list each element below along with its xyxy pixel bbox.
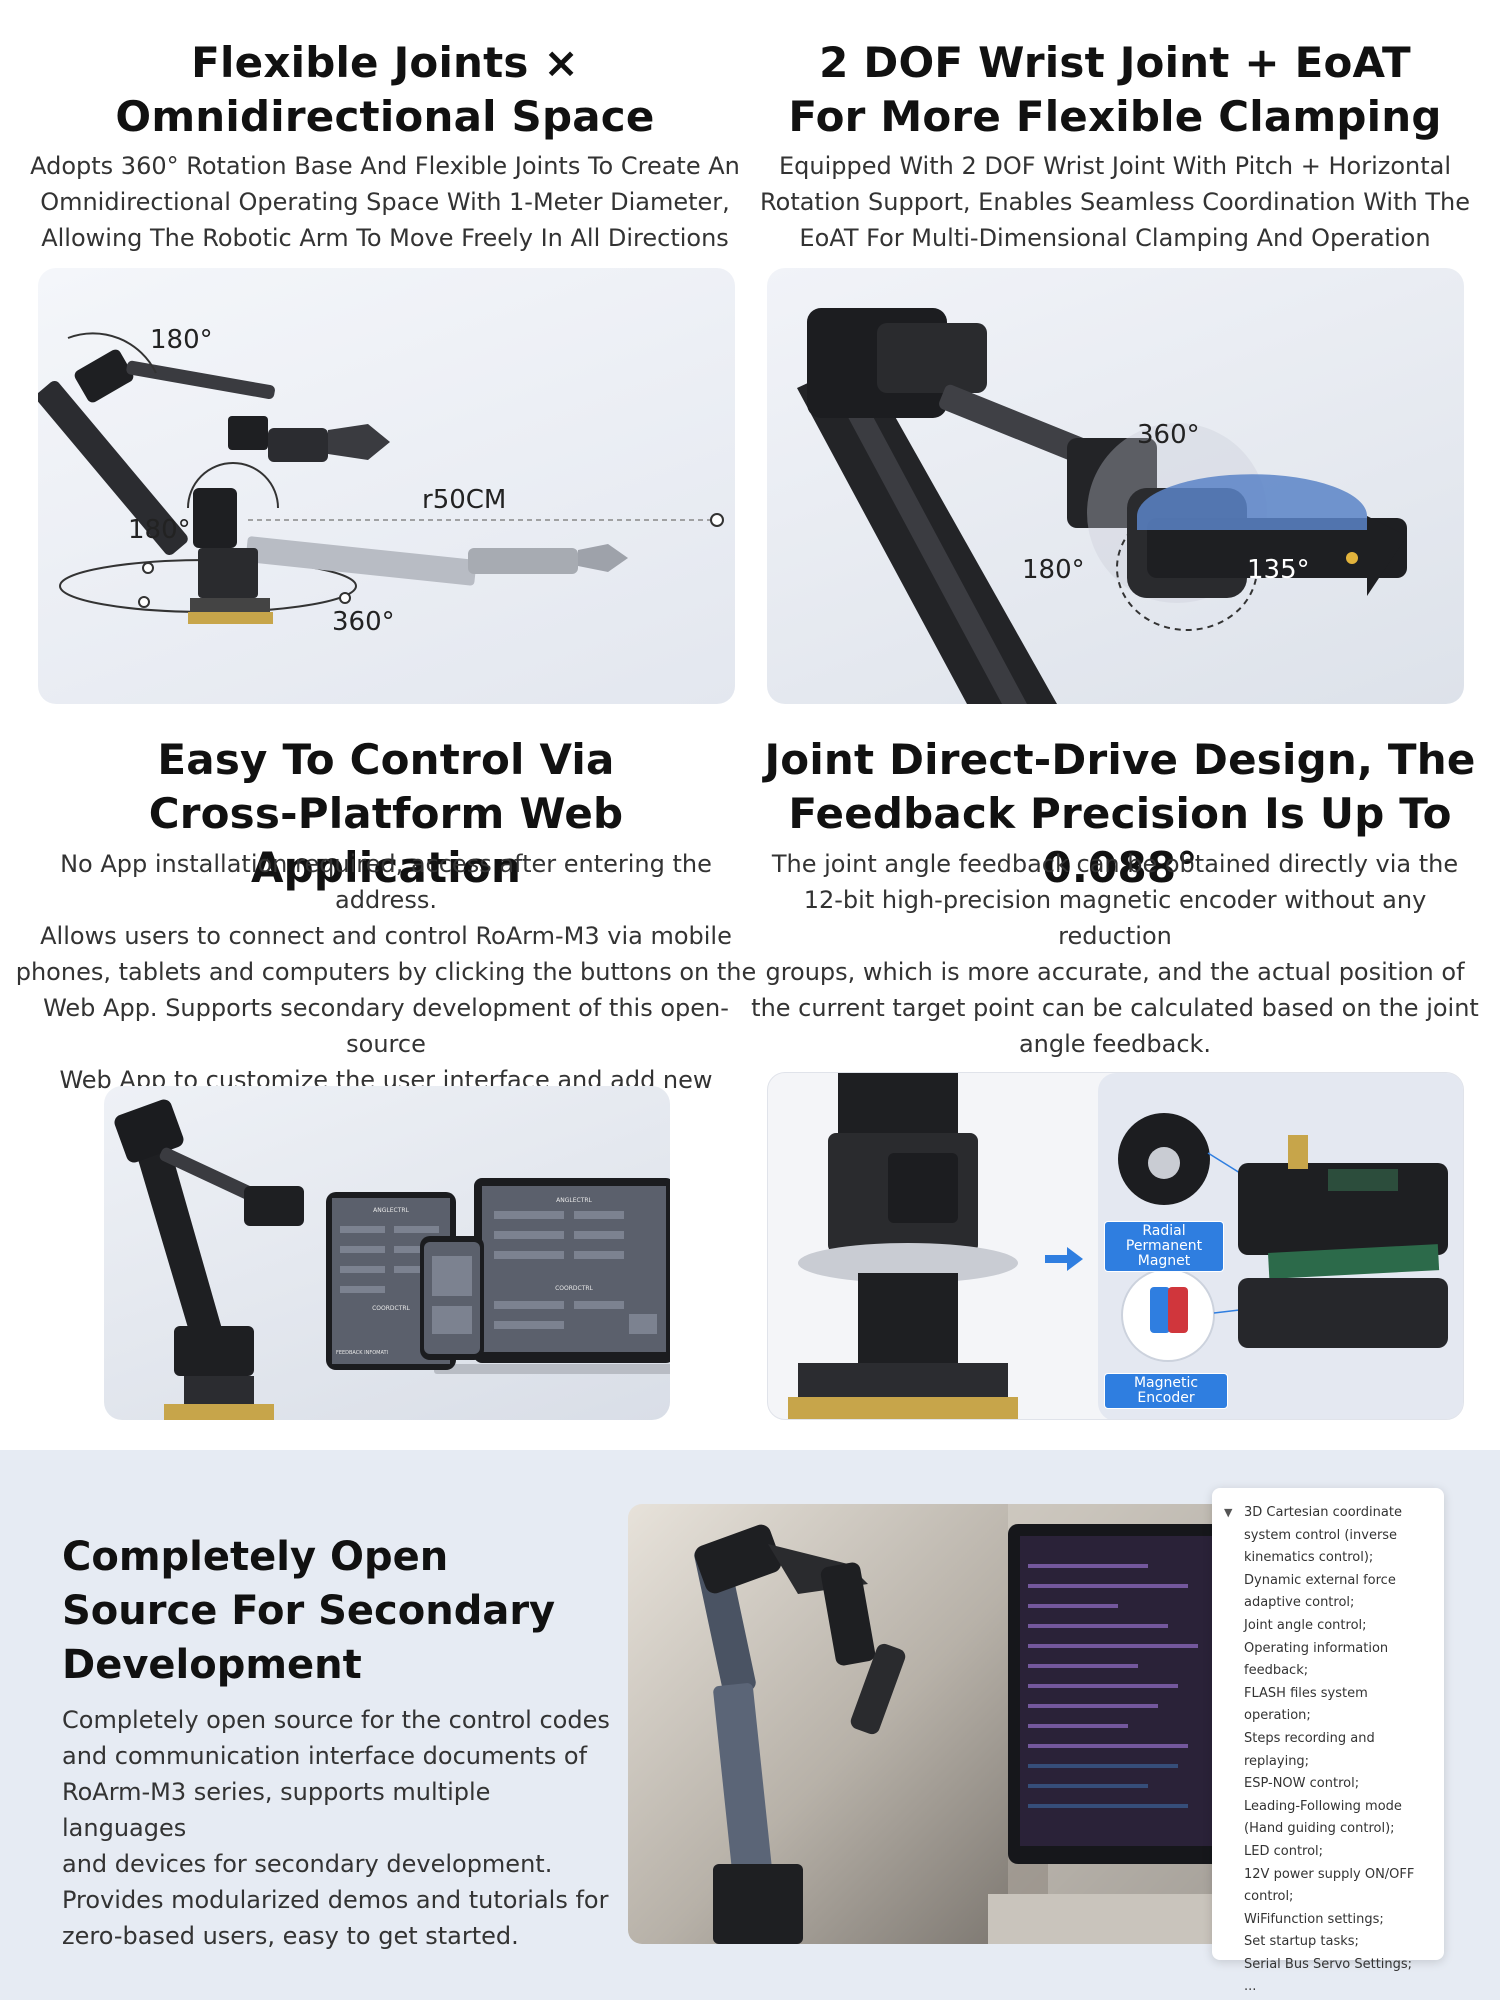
drive-desc-line-5: angle feedback. [1018,1030,1212,1058]
feature-item: ... [1244,1979,1257,1995]
top-joint-angle-label: 180° [150,325,213,355]
feature-item: ESP-NOW control; [1244,1776,1360,1792]
wrist-desc-line-3: EoAT For Multi-Dimensional Clamping And … [799,224,1431,252]
drive-image: Radial Permanent Magnet Magnetic Encoder [767,1072,1464,1420]
open-source-desc-line-2: and communication interface documents of [62,1742,588,1770]
open-source-description: Completely open source for the control c… [62,1702,622,1954]
feature-item: kinematics control); [1244,1550,1374,1566]
feature-list: 3D Cartesian coordinate system control (… [1244,1502,1432,1999]
joints-desc-line-1: Adopts 360° Rotation Base And Flexible J… [30,152,740,180]
web-desc-line-1: No App installation required, access aft… [60,850,712,914]
feature-item: 12V power supply ON/OFF [1244,1866,1415,1882]
wrist-image: 360° 180° 135° [767,268,1464,704]
magnet-badge-line-2: Magnet [1137,1253,1191,1269]
web-title: Easy To Control Via Cross-Platform Web A… [10,733,762,895]
web-desc-line-4: Web App. Supports secondary development … [43,994,729,1058]
magnetic-encoder-badge: Magnetic Encoder [1104,1373,1228,1409]
drive-illustration [788,1073,1463,1419]
arrow-right-icon [1045,1247,1083,1271]
feature-item: system control (inverse [1244,1527,1398,1543]
drive-desc-line-3: groups, which is more accurate, and the … [765,958,1465,986]
joints-illustration: 180° 180° 360° r50CM [38,325,724,637]
drive-desc-line-2: 12-bit high-precision magnetic encoder w… [803,886,1427,950]
open-source-illustration [694,1504,1228,1944]
laptop-anglectrl-label: ANGLECTRL [556,1197,592,1204]
open-source-desc-line-4: and devices for secondary development. [62,1850,553,1878]
web-desc-line-2: Allows users to connect and control RoAr… [40,922,732,950]
joints-title: Flexible Joints × Omnidirectional Space [20,36,750,144]
feature-item: adaptive control; [1244,1595,1355,1611]
open-source-desc-line-6: zero-based users, easy to get started. [62,1922,519,1950]
feature-item: Operating information [1244,1640,1389,1656]
drive-desc-line-4: the current target point can be calculat… [751,994,1479,1022]
reach-radius-label: r50CM [422,485,506,515]
open-source-title-line-1: Completely Open [62,1534,449,1580]
wrist-desc-line-2: Rotation Support, Enables Seamless Coord… [760,188,1470,216]
base-rotation-angle-label: 360° [332,607,395,637]
magnet-badge-line-1: Radial Permanent [1125,1223,1203,1254]
web-title-line-2: Cross-Platform Web Application [148,789,624,892]
open-source-desc-line-5: Provides modularized demos and tutorials… [62,1886,609,1914]
tablet-feedback-label: FEEDBACK INFOMATI [336,1350,388,1356]
feature-item: control; [1244,1889,1294,1905]
gripper-angle-label: 135° [1247,555,1310,585]
feature-item: Dynamic external force [1244,1572,1396,1588]
drive-desc-line-1: The joint angle feedback can be obtained… [771,850,1459,878]
feature-item: feedback; [1244,1663,1309,1679]
web-title-line-1: Easy To Control Via [157,735,615,784]
joints-image: 180° 180° 360° r50CM [38,268,735,704]
feature-list-card: ▼ 3D Cartesian coordinate system control… [1212,1488,1444,1994]
web-app-illustration: ANGLECTRL COORDCTRL ANGLECTRL COORDCTRL … [114,1099,670,1420]
open-source-title: Completely Open Source For Secondary Dev… [62,1530,622,1692]
feature-item: (Hand guiding control); [1244,1821,1395,1837]
wrist-title-line-2: For More Flexible Clamping [788,92,1442,141]
wrist-title-line-1: 2 DOF Wrist Joint + EoAT [819,38,1411,87]
open-source-title-line-3: Development [62,1642,362,1688]
joints-title-line-1: Flexible Joints × [191,38,579,87]
drive-description: The joint angle feedback can be obtained… [750,846,1480,1062]
feature-item: FLASH files system operation; [1244,1685,1368,1724]
tablet-coordctrl-label: COORDCTRL [372,1305,410,1312]
open-source-desc-line-1: Completely open source for the control c… [62,1706,610,1734]
joints-desc-line-3: Allowing The Robotic Arm To Move Freely … [41,224,729,252]
web-app-image: ANGLECTRL COORDCTRL ANGLECTRL COORDCTRL … [104,1086,670,1420]
feature-item: Serial Bus Servo Settings; [1244,1956,1413,1972]
laptop-coordctrl-label: COORDCTRL [555,1285,593,1292]
drive-title: Joint Direct-Drive Design, The Feedback … [745,733,1495,895]
feature-item: Set startup tasks; [1244,1934,1359,1950]
wrist-rotation-angle-label: 360° [1137,420,1200,450]
wrist-desc-line-1: Equipped With 2 DOF Wrist Joint With Pit… [778,152,1452,180]
drive-title-line-2: Feedback Precision Is Up To 0.088° [788,789,1452,892]
feature-item: WiFifunction settings; [1244,1911,1384,1927]
open-source-desc-line-3: RoArm-M3 series, supports multiple langu… [62,1778,491,1842]
joints-description: Adopts 360° Rotation Base And Flexible J… [20,148,750,256]
collapse-triangle-icon[interactable]: ▼ [1224,1506,1233,1519]
feature-item: Joint angle control; [1244,1617,1367,1633]
web-desc-line-3: phones, tablets and computers by clickin… [15,958,757,986]
open-source-title-line-2: Source For Secondary [62,1588,556,1634]
feature-item: Leading-Following mode [1244,1798,1402,1814]
feature-item: 3D Cartesian coordinate [1244,1505,1402,1520]
wrist-description: Equipped With 2 DOF Wrist Joint With Pit… [750,148,1480,256]
joints-desc-line-2: Omnidirectional Operating Space With 1-M… [40,188,730,216]
feature-item: LED control; [1244,1843,1324,1859]
open-source-photo [628,1504,1228,1944]
drive-title-line-1: Joint Direct-Drive Design, The [764,735,1476,784]
tablet-anglectrl-label: ANGLECTRL [373,1207,409,1214]
wrist-pitch-angle-label: 180° [1022,555,1085,585]
feature-item: Steps recording and replaying; [1244,1730,1375,1769]
joints-title-line-2: Omnidirectional Space [115,92,655,141]
mid-joint-angle-label: 180° [128,515,191,545]
radial-permanent-magnet-badge: Radial Permanent Magnet [1104,1221,1224,1272]
wrist-illustration: 360° 180° 135° [797,308,1407,704]
wrist-title: 2 DOF Wrist Joint + EoAT For More Flexib… [750,36,1480,144]
